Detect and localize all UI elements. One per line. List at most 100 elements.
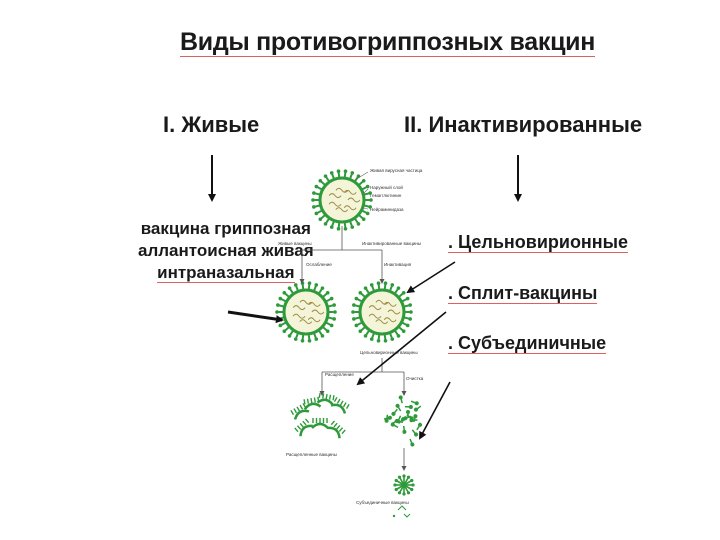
rna-segment (387, 309, 401, 315)
rosette-head (402, 474, 406, 478)
spike-head (282, 290, 287, 295)
subunit-arrow (419, 381, 451, 440)
spike-head (329, 296, 334, 301)
spike-head (369, 283, 374, 287)
split-fragments (290, 392, 350, 439)
rna-segment (343, 189, 357, 195)
spike-head (314, 337, 319, 341)
rna-segment (383, 301, 397, 307)
spike-head (383, 338, 388, 343)
spike-head (300, 281, 305, 286)
fragment (311, 418, 329, 429)
split-arrow (356, 311, 447, 386)
virus-annotation-3: Нейраминидаза (370, 207, 404, 212)
spike-head (312, 191, 316, 195)
spike-head (350, 171, 355, 175)
spike-head (408, 317, 412, 321)
live-virus-particle (311, 169, 373, 231)
spike-head (368, 205, 372, 209)
spike-head (311, 198, 315, 202)
spike-head (329, 323, 334, 328)
antigen-spike (409, 418, 418, 423)
antigen-spike (404, 405, 413, 410)
live-vaccine-line-2: аллантоисная живая (138, 241, 314, 260)
live-vaccine-arrow (227, 310, 284, 324)
split-vaccine-label: Расщепленные вакцины (286, 452, 337, 457)
fragment (294, 418, 313, 437)
spike-head (390, 337, 395, 341)
branch-inactivated-label: Инактивированные вакцины (362, 241, 422, 246)
rna-segment (292, 305, 306, 311)
virus-pointer-1 (354, 171, 369, 181)
spike-head (363, 334, 368, 338)
envelope (318, 176, 366, 224)
rosette-head (397, 475, 402, 479)
spike-head (354, 296, 359, 301)
antigen-spike (413, 405, 422, 412)
rna-segment (328, 193, 342, 199)
rosette-head (411, 483, 415, 487)
rna-segment (375, 319, 389, 325)
inactivated-heading: II. Инактивированные (404, 112, 643, 137)
spike-head (329, 225, 334, 229)
rna-segment (343, 205, 357, 211)
spike-head (396, 334, 401, 338)
split-note: Расщепление (325, 372, 354, 377)
spike-head (350, 225, 355, 229)
spike-head (312, 205, 316, 209)
spike-head (356, 222, 361, 226)
spike-head (363, 286, 368, 290)
spike-head (401, 290, 406, 295)
spike-head (396, 286, 401, 290)
rosette-head (397, 491, 402, 495)
spike-head (332, 303, 336, 307)
antigen-spike (395, 403, 402, 412)
antigen-spike (416, 422, 423, 431)
spike-head (354, 323, 359, 328)
subunit-vaccine-label: Субъединичные вакцины (356, 500, 409, 505)
spike-head (343, 169, 348, 174)
rna-segment (299, 299, 313, 305)
spike-head (314, 184, 319, 189)
spike-head (365, 211, 370, 216)
spike-head (336, 169, 341, 174)
live-heading: I. Живые (163, 112, 260, 137)
spike-head (409, 310, 413, 314)
whole-virion-arrow (406, 261, 456, 294)
spike-head (365, 184, 370, 189)
spike-head (314, 283, 319, 287)
spike-head (278, 296, 283, 301)
rosette-head (394, 478, 398, 483)
virus-annotation-1: Наружный слой (370, 185, 403, 190)
spike-head (361, 217, 366, 222)
fragment (330, 396, 350, 414)
spike-head (405, 296, 410, 301)
virus-pointer-3 (361, 207, 369, 210)
spike-head (376, 338, 381, 343)
fragment (316, 392, 335, 407)
spike-head (276, 303, 280, 307)
spike-head (314, 211, 319, 216)
antigen-spike (391, 408, 398, 416)
antigen-spike (409, 438, 415, 447)
subunit-rosette (393, 474, 415, 496)
rna-segment (383, 317, 397, 323)
rna-segment (299, 319, 313, 325)
spike-head (352, 303, 356, 307)
fragment (290, 402, 310, 420)
rna-segment (347, 197, 361, 203)
antigen-spike (390, 422, 399, 429)
spike-head (278, 323, 283, 328)
rna-segment (368, 313, 382, 319)
live-vaccine-line-3: интраназальная (157, 263, 295, 283)
spike-head (343, 226, 348, 231)
spike-head (293, 337, 298, 341)
spike-head (329, 171, 334, 175)
spike-head (376, 281, 381, 286)
rna-segment (375, 299, 389, 305)
category-split: . Сплит-вакцины (448, 283, 598, 304)
rna-segment (307, 317, 321, 323)
spike-head (323, 174, 328, 178)
rna-segment (335, 207, 349, 213)
